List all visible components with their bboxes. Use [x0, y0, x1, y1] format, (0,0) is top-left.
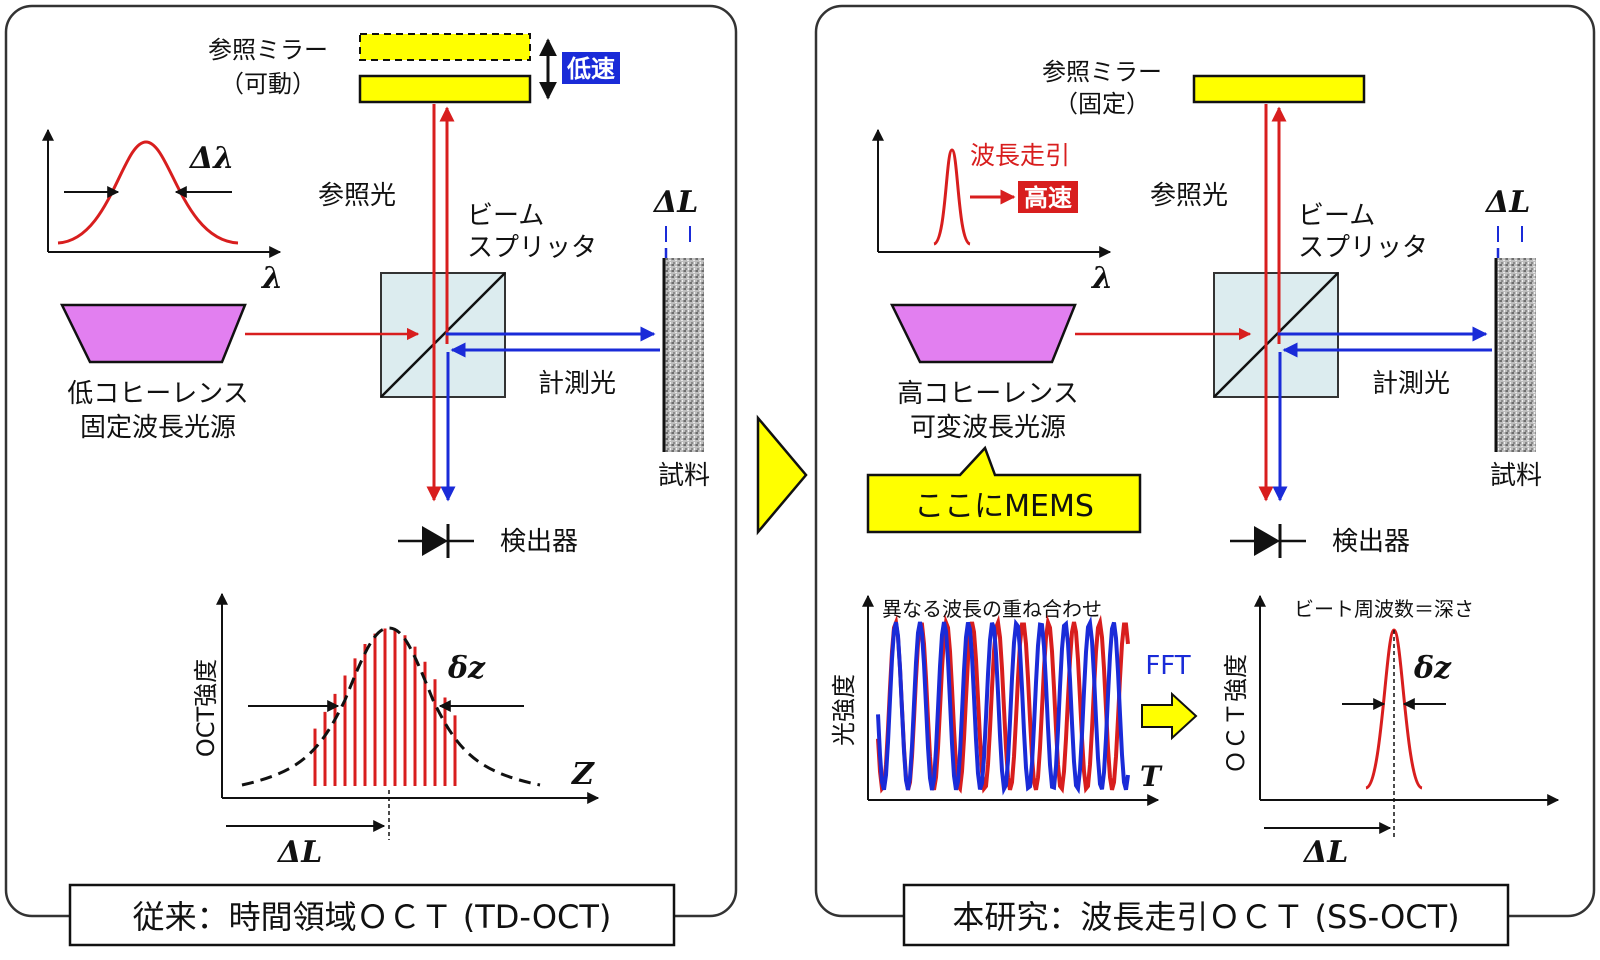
right-sample: [1496, 258, 1536, 452]
right-wave-blue: [876, 616, 1130, 796]
right-sweep-label: 波長走引: [970, 141, 1070, 170]
left-delta-L: ΔL: [652, 185, 698, 220]
left-delta-lambda: Δλ: [188, 141, 234, 176]
right-sample-label: 試料: [1490, 461, 1542, 491]
left-mirror-ghost: [359, 33, 531, 61]
right-light-source: [889, 303, 1077, 364]
left-caption-box: [68, 883, 676, 947]
left-source-label-2: 固定波長光源: [80, 413, 236, 443]
left-lambda: λ: [260, 261, 283, 296]
transition-arrow: [756, 414, 808, 536]
right-bs-diagonal: [1213, 272, 1339, 398]
left-detector-label: 検出器: [500, 527, 578, 557]
left-spectrum-graph: Δλ λ: [42, 128, 283, 296]
right-wave-graph: 異なる波長の重ね合わせ 光強度 T: [830, 594, 1163, 806]
right-bs-label-1: ビーム: [1298, 201, 1375, 231]
left-graph-delta-L: ΔL: [276, 835, 322, 870]
left-caption: 従来：時間領域ＯＣＴ (TD-OCT): [133, 898, 612, 936]
right-mirror-label-2: （固定）: [1054, 90, 1150, 118]
left-mirror: [358, 74, 532, 104]
left-measure-light: 計測光: [538, 369, 616, 399]
right-mirror-label-1: 参照ミラー: [1042, 58, 1162, 86]
right-spectrum-curve: [933, 148, 971, 246]
fft-label: FFT: [1145, 651, 1190, 681]
right-delta-z: δz: [1413, 651, 1452, 686]
left-ref-light: 参照光: [318, 181, 396, 211]
right-caption-box: [902, 883, 1510, 947]
right-caption: 本研究：波長走引ＯＣＴ (SS-OCT): [952, 898, 1459, 936]
left-source-label-1: 低コヒーレンス: [67, 379, 248, 409]
left-bs-label-1: ビーム: [467, 201, 544, 231]
fft-arrow: [1141, 691, 1198, 741]
left-sample-label: 試料: [658, 461, 710, 491]
left-panel-frame: [4, 4, 738, 918]
right-delta-L: ΔL: [1484, 185, 1530, 220]
left-spectrum-curve: [57, 140, 239, 245]
right-graph-delta-L: ΔL: [1302, 835, 1348, 870]
left-light-source: [59, 303, 247, 364]
left-bs-diagonal: [380, 272, 506, 398]
right-wave-ylabel: 光強度: [830, 674, 858, 746]
right-speed-badge-bg: [1018, 181, 1078, 213]
right-wave-title: 異なる波長の重ね合わせ: [882, 597, 1102, 621]
right-source-label-1: 高コヒーレンス: [897, 379, 1078, 409]
right-detector-label: 検出器: [1332, 527, 1410, 557]
left-oct-graph: OCT強度 δz Z ΔL: [192, 592, 600, 870]
left-speed-badge-bg: [562, 52, 620, 84]
right-spectrum-graph: 波長走引 高速 λ: [872, 128, 1113, 296]
left-detector-diode: [422, 526, 448, 556]
left-mirror-label-1: 参照ミラー: [208, 36, 328, 64]
left-bs-label-2: スプリッタ: [467, 233, 597, 263]
right-speed-badge: 高速: [1024, 184, 1072, 212]
right-source-label-2: 可変波長光源: [910, 413, 1066, 443]
left-speed-badge: 低速: [566, 55, 615, 83]
right-detector-diode: [1254, 526, 1280, 556]
mems-callout-text: ここにMEMS: [914, 489, 1094, 524]
right-panel: 参照ミラー （固定） 波長走引 高速 λ 高コヒーレンス 可変波長光源 ここにM…: [814, 4, 1596, 947]
right-beat-title: ビート周波数＝深さ: [1294, 597, 1474, 621]
right-mirror: [1192, 74, 1366, 104]
right-bs-label-2: スプリッタ: [1298, 233, 1428, 263]
left-oct-ylabel: OCT強度: [192, 659, 220, 757]
left-mirror-label-2: （可動）: [220, 70, 316, 98]
left-oct-envelope: [241, 626, 541, 787]
left-panel: 参照ミラー （可動） 低速 Δλ λ 低コヒーレンス 固定波長光源 ビーム スプ…: [4, 4, 738, 947]
left-z-label: Z: [571, 757, 595, 792]
left-sample: [664, 258, 704, 452]
right-oct-ylabel: ＯＣＴ強度: [1222, 654, 1250, 774]
left-delta-z: δz: [447, 651, 486, 686]
mems-callout-bubble: [866, 445, 1142, 534]
right-wave-xlabel: T: [1140, 760, 1163, 793]
right-ref-light: 参照光: [1150, 181, 1228, 211]
right-lambda: λ: [1090, 261, 1113, 296]
right-oct-graph: ビート周波数＝深さ ＯＣＴ強度 δz ΔL: [1222, 594, 1560, 870]
right-measure-light: 計測光: [1372, 369, 1450, 399]
